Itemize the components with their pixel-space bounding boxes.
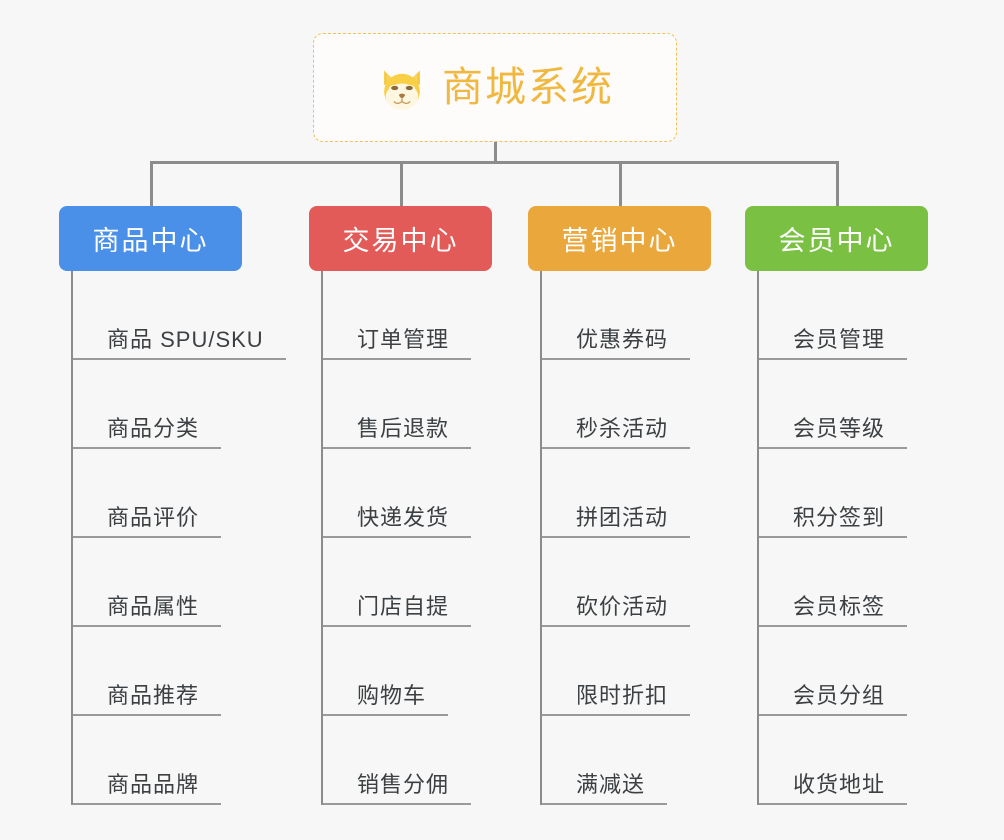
list-item[interactable]: 销售分佣: [323, 716, 492, 805]
list-item-label: 满减送: [542, 772, 668, 805]
connector-drop-2: [400, 161, 403, 206]
list-item-label: 会员标签: [759, 594, 908, 627]
list-item-label: 售后退款: [323, 416, 472, 449]
list-item[interactable]: 限时折扣: [542, 627, 711, 716]
list-item[interactable]: 收货地址: [759, 716, 928, 805]
list-item-label: 会员分组: [759, 683, 908, 716]
list-item-label: 销售分佣: [323, 772, 472, 805]
branch-column-3: 营销中心 优惠券码 秒杀活动 拼团活动 砍价活动 限时折扣 满减送: [528, 206, 711, 805]
list-item-label: 商品推荐: [73, 683, 222, 716]
branch-items-3: 优惠券码 秒杀活动 拼团活动 砍价活动 限时折扣 满减送: [540, 271, 711, 805]
list-item-label: 门店自提: [323, 594, 472, 627]
list-item[interactable]: 会员等级: [759, 360, 928, 449]
list-item-label: 拼团活动: [542, 505, 691, 538]
list-item-label: 限时折扣: [542, 683, 691, 716]
connector-horizontal-bus: [150, 161, 839, 164]
list-item[interactable]: 商品推荐: [73, 627, 242, 716]
branch-column-2: 交易中心 订单管理 售后退款 快递发货 门店自提 购物车 销售分佣: [309, 206, 492, 805]
list-item[interactable]: 售后退款: [323, 360, 492, 449]
branch-header-label: 会员中心: [778, 226, 895, 256]
list-item[interactable]: 门店自提: [323, 538, 492, 627]
list-item-label: 积分签到: [759, 505, 908, 538]
list-item-label: 收货地址: [759, 772, 908, 805]
list-item[interactable]: 满减送: [542, 716, 711, 805]
branch-header-2[interactable]: 交易中心: [309, 206, 492, 271]
list-item-label: 会员管理: [759, 327, 908, 360]
branch-header-3[interactable]: 营销中心: [528, 206, 711, 271]
connector-drop-1: [150, 161, 153, 206]
list-item-label: 订单管理: [323, 327, 472, 360]
branch-header-label: 商品中心: [92, 226, 209, 256]
root-node[interactable]: 商城系统: [313, 33, 677, 142]
branch-header-label: 交易中心: [342, 226, 459, 256]
branch-column-1: 商品中心 商品 SPU/SKU 商品分类 商品评价 商品属性 商品推荐 商品品牌: [59, 206, 286, 805]
branch-header-label: 营销中心: [561, 226, 678, 256]
list-item[interactable]: 优惠券码: [542, 271, 711, 360]
branch-items-1: 商品 SPU/SKU 商品分类 商品评价 商品属性 商品推荐 商品品牌: [71, 271, 286, 805]
branch-header-1[interactable]: 商品中心: [59, 206, 242, 271]
list-item-label: 商品品牌: [73, 772, 222, 805]
list-item[interactable]: 砍价活动: [542, 538, 711, 627]
list-item-label: 商品属性: [73, 594, 222, 627]
list-item-label: 商品分类: [73, 416, 222, 449]
list-item[interactable]: 商品 SPU/SKU: [73, 271, 286, 360]
list-item[interactable]: 商品分类: [73, 360, 242, 449]
list-item-label: 会员等级: [759, 416, 908, 449]
list-item[interactable]: 商品属性: [73, 538, 242, 627]
list-item-label: 秒杀活动: [542, 416, 691, 449]
list-item[interactable]: 积分签到: [759, 449, 928, 538]
branch-header-4[interactable]: 会员中心: [745, 206, 928, 271]
list-item-label: 购物车: [323, 683, 449, 716]
list-item-label: 优惠券码: [542, 327, 691, 360]
shiba-dog-face-icon: [376, 64, 428, 116]
list-item[interactable]: 拼团活动: [542, 449, 711, 538]
list-item[interactable]: 会员标签: [759, 538, 928, 627]
list-item[interactable]: 购物车: [323, 627, 492, 716]
list-item[interactable]: 商品品牌: [73, 716, 242, 805]
root-title: 商城系统: [442, 64, 614, 110]
list-item[interactable]: 会员分组: [759, 627, 928, 716]
branch-items-2: 订单管理 售后退款 快递发货 门店自提 购物车 销售分佣: [321, 271, 492, 805]
list-item[interactable]: 商品评价: [73, 449, 242, 538]
list-item[interactable]: 订单管理: [323, 271, 492, 360]
list-item[interactable]: 会员管理: [759, 271, 928, 360]
list-item[interactable]: 快递发货: [323, 449, 492, 538]
list-item-label: 商品评价: [73, 505, 222, 538]
connector-drop-3: [619, 161, 622, 206]
list-item[interactable]: 秒杀活动: [542, 360, 711, 449]
list-item-label: 快递发货: [323, 505, 472, 538]
branch-items-4: 会员管理 会员等级 积分签到 会员标签 会员分组 收货地址: [757, 271, 928, 805]
branch-column-4: 会员中心 会员管理 会员等级 积分签到 会员标签 会员分组 收货地址: [745, 206, 928, 805]
list-item-label: 砍价活动: [542, 594, 691, 627]
connector-drop-4: [836, 161, 839, 206]
list-item-label: 商品 SPU/SKU: [73, 327, 286, 360]
connector-root-stem: [494, 142, 497, 163]
